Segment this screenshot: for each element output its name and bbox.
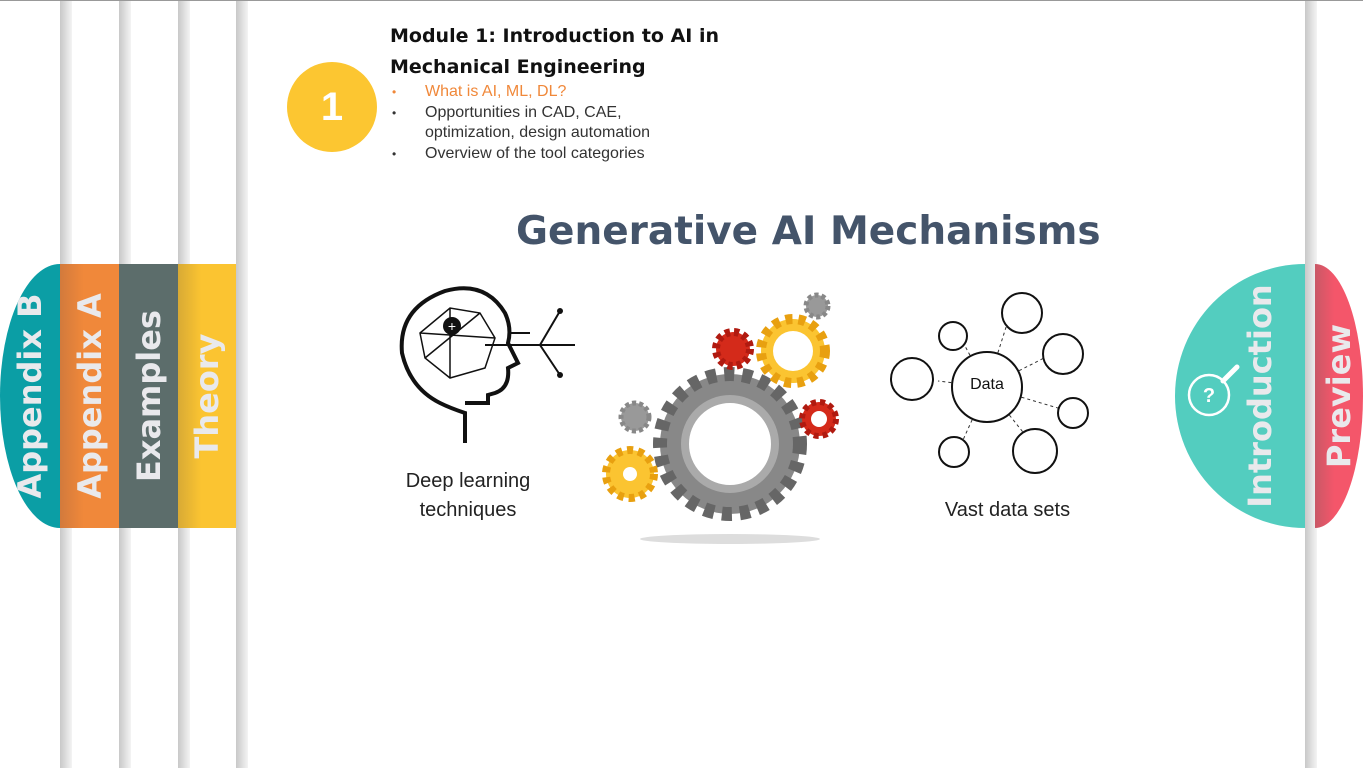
search-question-icon: ? (1187, 364, 1240, 417)
data-network-icon (890, 292, 1089, 474)
tab-label: Appendix A (70, 293, 109, 499)
tab-divider (1305, 1, 1317, 768)
topic-item: Overview of the tool categories (392, 144, 650, 165)
tab-label: Preview (1320, 323, 1358, 469)
module-topics: What is AI, ML, DL? Opportunities in CAD… (392, 82, 650, 164)
tab-label: Theory (188, 333, 226, 459)
data-label: Data (970, 376, 1004, 393)
tab-divider (236, 1, 248, 768)
tab-examples[interactable]: Examples (119, 264, 178, 528)
gears-icon (602, 292, 839, 544)
tab-appendix-a[interactable]: Appendix A (60, 264, 119, 528)
tab-label: Examples (129, 309, 168, 483)
tab-theory[interactable]: Theory (178, 264, 236, 528)
tab-preview[interactable]: Preview (1315, 264, 1363, 528)
svg-text:+: + (448, 318, 456, 334)
svg-text:?: ? (1203, 385, 1215, 407)
tab-label: Introduction (1241, 284, 1279, 508)
tab-label: Appendix B (11, 293, 49, 499)
topic-item: Opportunities in CAD, CAE, (392, 103, 650, 124)
topic-item: What is AI, ML, DL? (392, 82, 650, 103)
graphic-title: Generative AI Mechanisms (516, 209, 1101, 254)
topic-item-continued: optimization, design automation (425, 124, 651, 141)
tab-introduction[interactable]: Introduction ? (1175, 264, 1305, 528)
tab-appendix-b[interactable]: Appendix B (0, 264, 60, 528)
module-number-badge: 1 (287, 62, 377, 152)
brain-head-icon: + (399, 286, 575, 443)
vast-data-caption: Vast data sets (944, 499, 1071, 521)
